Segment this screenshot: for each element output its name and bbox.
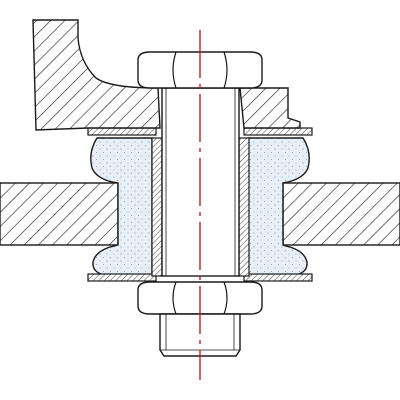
lower-washer-left xyxy=(87,273,157,282)
support-plate xyxy=(0,182,400,246)
rubber-bushing xyxy=(90,137,310,276)
rubber-bushing-right xyxy=(247,137,310,276)
support-plate-right xyxy=(282,182,400,246)
nut-flat-left xyxy=(172,281,177,315)
spacer-sleeve-left-wall xyxy=(151,137,163,277)
bracket-right xyxy=(239,87,301,129)
upper-washer-left xyxy=(87,127,157,136)
nut-flat-right xyxy=(223,281,228,315)
upper-washer-right xyxy=(243,127,313,136)
spacer-sleeve-right-wall xyxy=(238,137,250,277)
bolt-head-flat-left xyxy=(172,51,177,89)
threaded-end xyxy=(159,313,241,357)
support-plate-left xyxy=(0,182,119,246)
rubber-bushing-left xyxy=(90,137,153,276)
lower-washer-right xyxy=(243,273,313,282)
bolt-head-flat-right xyxy=(223,51,228,89)
